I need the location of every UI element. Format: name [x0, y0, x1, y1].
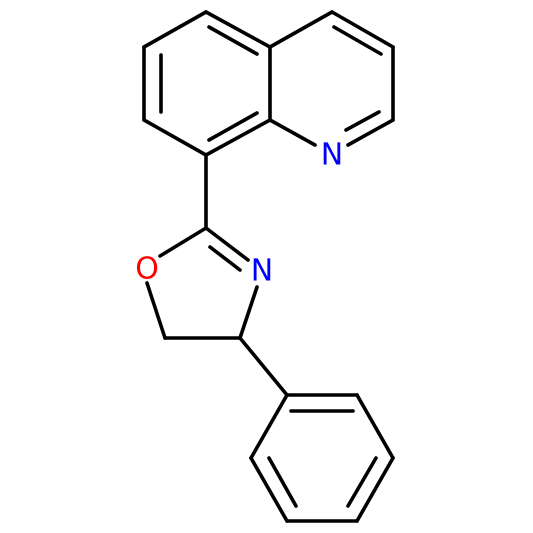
bond [355, 456, 395, 523]
bond [204, 226, 250, 262]
bond [268, 118, 317, 147]
double-bond-inner [207, 25, 259, 56]
double-bond-inner [267, 456, 298, 508]
quinoline-benzo-ring [142, 10, 272, 157]
bond [238, 285, 259, 340]
bond [145, 281, 167, 340]
double-bond-inner [346, 456, 378, 508]
bond [142, 118, 208, 157]
atom-label-n-quinoline: N [321, 138, 343, 173]
oxazoline-ring [145, 226, 259, 340]
bond [249, 393, 289, 460]
bond [249, 456, 289, 523]
bond [142, 10, 208, 49]
bond [204, 118, 272, 157]
double-bond-inner [207, 111, 259, 142]
bond [330, 10, 395, 49]
bond [158, 226, 208, 258]
bond [268, 10, 334, 49]
double-bond-inner [208, 245, 242, 272]
bond [346, 118, 395, 147]
bond-oxazoline-phenyl [238, 336, 289, 397]
quinoline-pyridine-ring [268, 10, 395, 147]
bond [355, 393, 395, 460]
phenyl-ring [249, 393, 395, 523]
atom-label-n-oxazoline: N [251, 254, 273, 289]
double-bond-inner [332, 25, 383, 56]
atom-label-o-oxazoline: O [135, 252, 159, 287]
double-bond-inner [344, 110, 381, 132]
bond [204, 10, 272, 49]
